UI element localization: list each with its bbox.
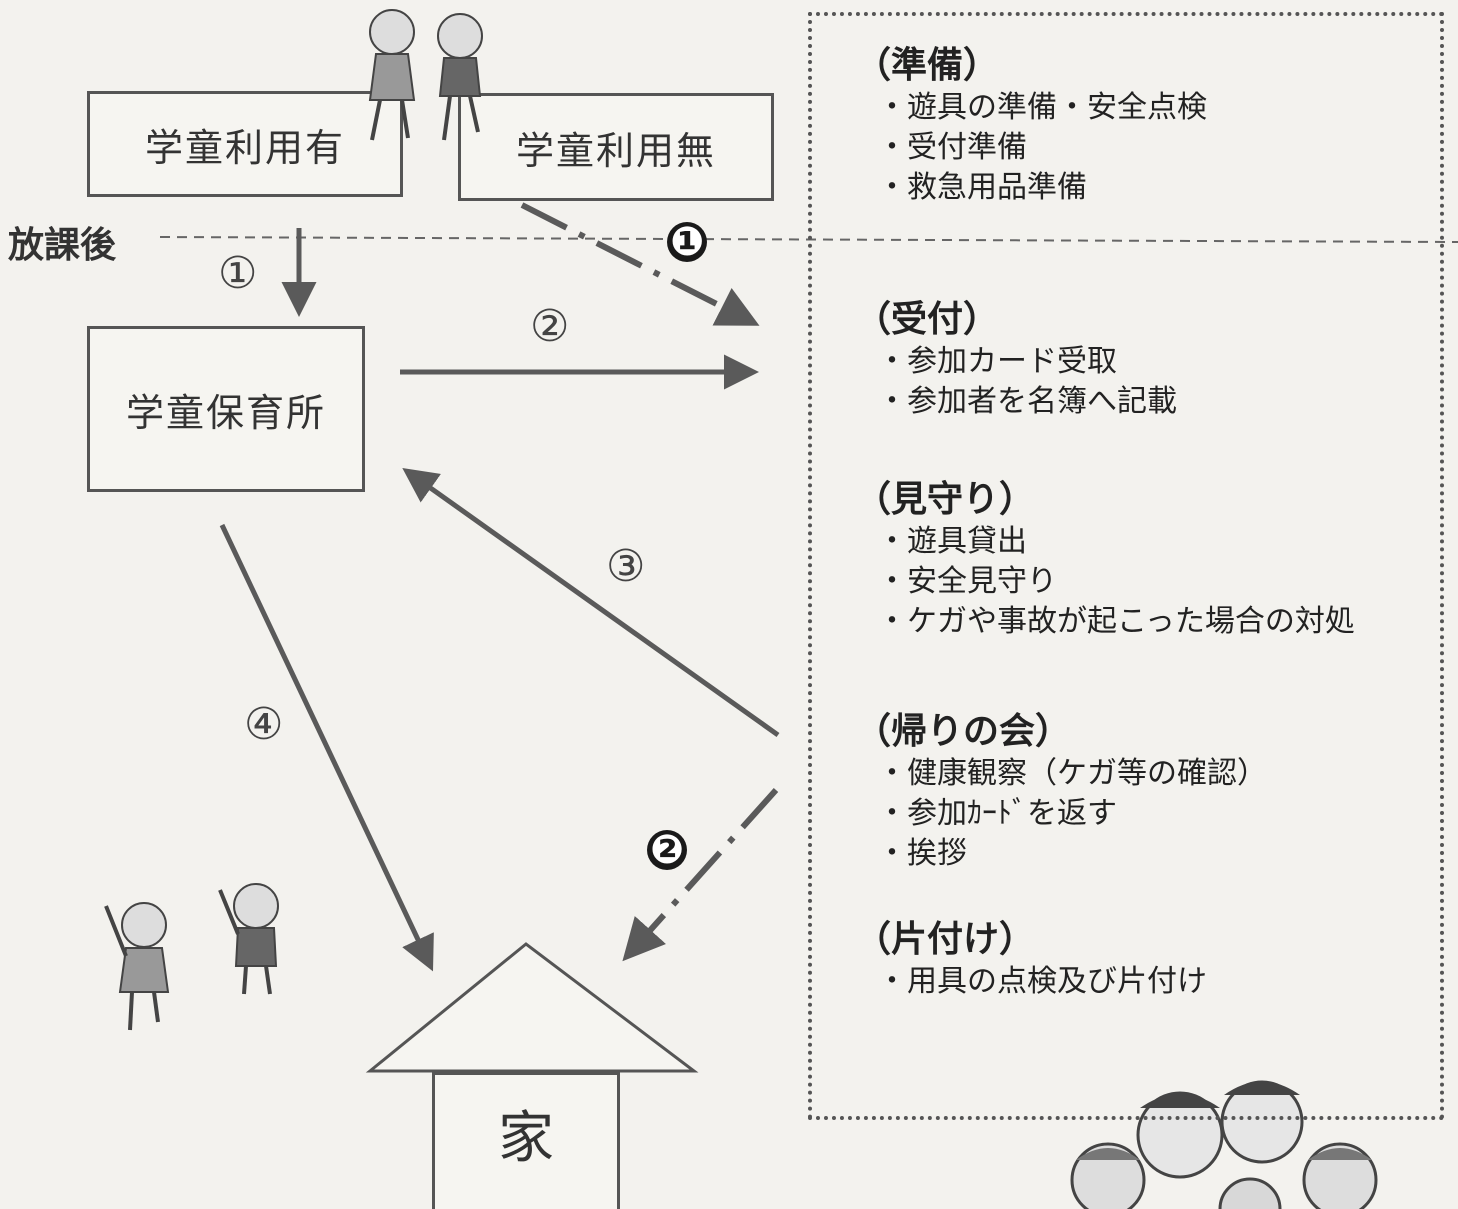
arrow-4 — [219, 523, 434, 972]
section-item: ・挨拶 — [877, 836, 967, 871]
kids-group-illustration — [1070, 1080, 1378, 1209]
children-waving-illustration — [104, 883, 279, 1031]
section-reception: （受付） ・参加カード受取 ・参加者を名簿へ記載 — [855, 298, 1177, 422]
section-title: （帰りの会） — [855, 711, 1072, 752]
section-title: （受付） — [855, 299, 1000, 340]
step-badge-2-text: ❷ — [650, 827, 684, 873]
section-item: ・受付準備 — [877, 130, 1027, 165]
arrow-b2 — [622, 787, 779, 962]
step-badge-2: ❷ — [647, 830, 687, 870]
step-label-4: ④ — [244, 699, 284, 750]
section-supervision: （見守り） ・遊具貸出 ・安全見守り ・ケガや事故が起こった場合の対処 — [855, 478, 1355, 642]
section-item: ・健康観察（ケガ等の確認） — [877, 756, 1267, 791]
arrow-b1 — [520, 202, 760, 326]
step-label-1: ① — [218, 248, 258, 299]
section-item: ・安全見守り — [877, 564, 1057, 599]
house-roof — [365, 942, 699, 1073]
section-cleanup: （片付け） ・用具の点検及び片付け — [855, 918, 1207, 1002]
box-hoikusho-label: 学童保育所 — [125, 390, 326, 435]
after-school-label: 放課後 — [8, 225, 117, 266]
section-title: （片付け） — [855, 919, 1036, 960]
step-label-3: ③ — [606, 541, 646, 592]
section-item: ・遊具貸出 — [877, 524, 1027, 559]
section-item: ・遊具の準備・安全点検 — [877, 90, 1207, 125]
step-badge-1-text: ❶ — [670, 219, 704, 265]
children-walking-illustration — [368, 9, 483, 141]
section-title: （準備） — [855, 45, 1000, 86]
box-gakudo-yes: 学童利用有 — [87, 91, 403, 197]
step-label-2: ② — [530, 301, 570, 352]
step-badge-1: ❶ — [667, 222, 707, 262]
section-item: ・参加カード受取 — [877, 344, 1117, 379]
section-item: ・参加者を名簿へ記載 — [877, 384, 1177, 419]
box-gakudo-yes-label: 学童利用有 — [144, 125, 345, 170]
section-title: （見守り） — [855, 479, 1036, 520]
section-item: ・ケガや事故が起こった場合の対処 — [877, 604, 1355, 639]
house-body: 家 — [432, 1072, 620, 1209]
section-item: ・用具の点検及び片付け — [877, 964, 1207, 999]
activity-panel — [808, 12, 1444, 1120]
box-gakudo-no-label: 学童利用無 — [515, 128, 716, 173]
section-item: ・救急用品準備 — [877, 170, 1087, 205]
arrow-3 — [402, 467, 780, 738]
section-closing-meeting: （帰りの会） ・健康観察（ケガ等の確認） ・参加ｶｰﾄﾞを返す ・挨拶 — [855, 710, 1267, 874]
house-label: 家 — [498, 1106, 554, 1171]
box-hoikusho: 学童保育所 — [87, 326, 365, 492]
box-gakudo-no: 学童利用無 — [458, 93, 774, 201]
section-item: ・参加ｶｰﾄﾞを返す — [877, 796, 1117, 831]
section-preparation: （準備） ・遊具の準備・安全点検 ・受付準備 ・救急用品準備 — [855, 44, 1207, 208]
